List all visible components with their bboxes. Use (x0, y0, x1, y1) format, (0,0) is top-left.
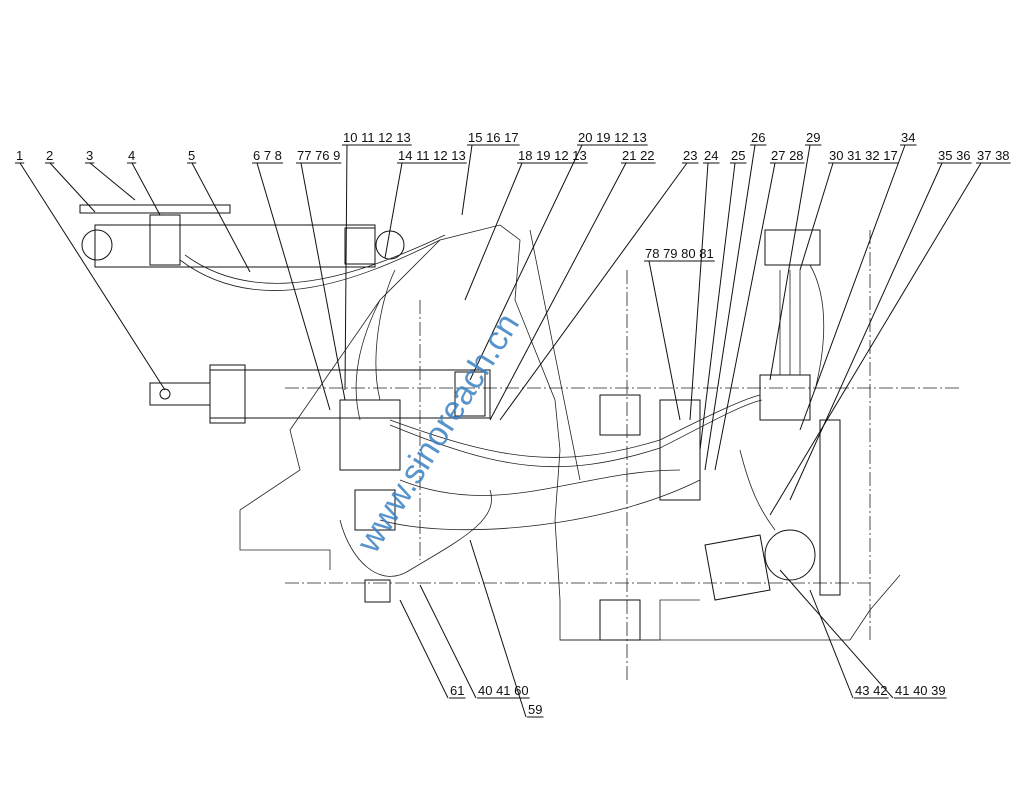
callout-leader (419, 584, 477, 699)
callout-label-top: 18 19 12 13 (518, 148, 587, 163)
callout-leader (699, 162, 736, 451)
callout-leader (469, 539, 527, 718)
callout-leader (464, 162, 523, 301)
callout-label-top: 24 (704, 148, 718, 163)
callout-label-bottom: 41 40 39 (895, 683, 946, 698)
machine-outline (79, 204, 960, 680)
callout-leader (384, 162, 403, 259)
callout-leader (469, 144, 583, 381)
callout-label-top: 10 11 12 13 (343, 130, 411, 145)
callout-label-mid: 78 79 80 81 (645, 246, 714, 261)
callout-label-top: 25 (731, 148, 745, 163)
callout-label-top: 23 (683, 148, 697, 163)
callout-leader (704, 144, 756, 471)
callout-leader (489, 162, 627, 421)
callout-label-top: 6 7 8 (253, 148, 282, 163)
callout-leader (344, 144, 348, 391)
callout-leader (809, 589, 854, 699)
callout-label-top: 5 (188, 148, 195, 163)
callout-label-top: 21 22 (622, 148, 655, 163)
callout-label-bottom: 61 (450, 683, 464, 698)
callout-leader (89, 162, 136, 201)
callout-label-top: 20 19 12 13 (578, 130, 647, 145)
callout-label-bottom: 59 (528, 702, 542, 717)
callout-label-top: 37 38 (977, 148, 1010, 163)
callout-label-top: 2 (46, 148, 53, 163)
callout-label-top: 26 (751, 130, 765, 145)
callout-label-top: 3 (86, 148, 93, 163)
callout-leader (191, 162, 251, 273)
callout-leader (49, 162, 96, 213)
callout-label-top: 30 31 32 17 (829, 148, 898, 163)
callout-label-top: 14 11 12 13 (398, 148, 466, 163)
watermark: www.sinoreach.cn (349, 307, 527, 560)
callout-leader (769, 144, 811, 381)
callout-leader (131, 162, 161, 216)
callout-label-top: 4 (128, 148, 135, 163)
callout-leader (714, 162, 776, 471)
callout-leader (300, 162, 346, 401)
callout-leaders (15, 144, 1011, 718)
callout-leader (689, 162, 709, 421)
callout-leader (256, 162, 331, 411)
callout-label-top: 15 16 17 (468, 130, 519, 145)
callout-label-top: 34 (901, 130, 915, 145)
callout-label-bottom: 40 41 60 (478, 683, 529, 698)
callout-leader (461, 144, 473, 216)
callout-leader (799, 162, 834, 271)
callout-leader (648, 260, 681, 421)
callout-label-top: 29 (806, 130, 820, 145)
callout-label-bottom: 43 42 (855, 683, 888, 698)
callout-label-top: 27 28 (771, 148, 804, 163)
callout-label-top: 35 36 (938, 148, 971, 163)
callout-leader (779, 569, 894, 699)
callout-leader (399, 599, 449, 699)
callout-label-top: 77 76 9 (297, 148, 340, 163)
callout-leader (789, 162, 943, 501)
callout-leader (19, 162, 166, 391)
callout-label-top: 1 (16, 148, 23, 163)
callout-leader (499, 162, 688, 421)
callout-leader (799, 144, 906, 431)
callout-leader (769, 162, 982, 516)
